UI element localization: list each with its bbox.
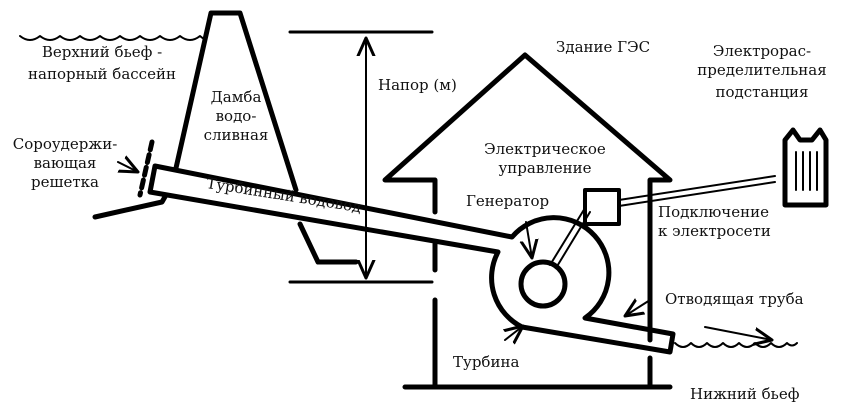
trash-rack-label-line1: Сороудержи- — [12, 135, 118, 153]
penstock-pipe — [147, 163, 676, 355]
grid-label-line1: Подключение — [658, 203, 769, 221]
grid-label-line2: к электросети — [658, 222, 771, 240]
trash-rack-label-line2: вающая — [33, 154, 97, 172]
trash-rack-label-line3: решетка — [31, 173, 99, 191]
turbine-label: Турбина — [453, 353, 520, 371]
grid-cable — [618, 175, 776, 207]
river-bed — [92, 192, 169, 220]
control-label-line1: Электрическое — [484, 140, 606, 158]
substation-label-line1: Электрорас- — [712, 42, 812, 60]
generator-arrow — [526, 221, 532, 258]
control-label-line2: управление — [498, 159, 592, 177]
generator-cable — [549, 207, 591, 269]
dam-label-line3: сливная — [203, 126, 269, 144]
dam-label-line2: водо- — [215, 107, 257, 125]
generator-circle — [518, 259, 568, 309]
flow-arrow — [704, 326, 772, 340]
dam — [173, 10, 359, 265]
generator-label: Генератор — [466, 192, 550, 210]
dam-label-line1: Дамба — [210, 88, 262, 106]
lower-pool-label: Нижний бьеф — [690, 385, 800, 403]
upper-pool-label: Верхний бьеф - напорный бассейн — [22, 43, 182, 84]
powerhouse — [382, 52, 673, 390]
substation-label-line2: пределительная — [697, 61, 827, 79]
outflow-arrow — [625, 300, 651, 316]
trash-rack-arrow — [117, 162, 138, 172]
upper-pool-label-line1: Верхний бьеф - — [41, 43, 163, 61]
outflow-label: Отводящая труба — [665, 290, 804, 308]
substation — [782, 127, 829, 208]
substation-bars — [795, 151, 818, 191]
upper-pool-label-line2: напорный бассейн — [28, 65, 176, 83]
control-box — [583, 188, 621, 226]
trash-rack — [137, 139, 155, 198]
lower-water-wave — [674, 342, 798, 348]
substation-label-line3: подстанция — [715, 83, 809, 101]
turbine-arrow — [505, 326, 523, 340]
head-label: Напор (м) — [378, 76, 457, 94]
upper-water-wave — [19, 35, 206, 41]
powerhouse-label: Здание ГЭС — [556, 38, 651, 56]
substation-label: Электрорас-пределительная подстанция — [692, 42, 832, 102]
